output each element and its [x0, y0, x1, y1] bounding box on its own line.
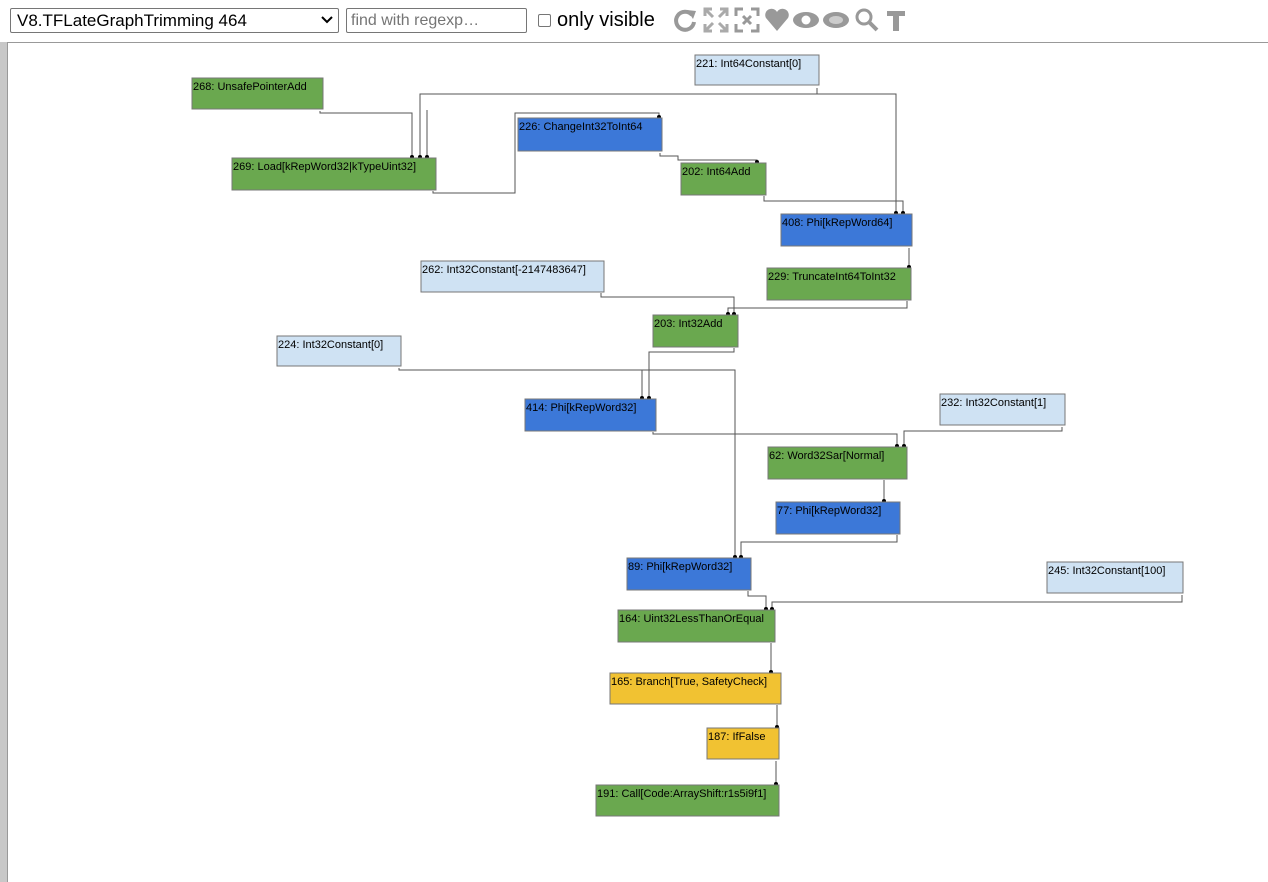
phase-select-value: V8.TFLateGraphTrimming 464: [17, 11, 247, 30]
graph-node[interactable]: 221: Int64Constant[0]: [694, 54, 820, 86]
node-box[interactable]: [706, 727, 780, 760]
node-label: 269: Load[kRepWord32|kTypeUint32]: [233, 161, 416, 173]
node-box[interactable]: [780, 213, 913, 247]
graph-node[interactable]: 229: TruncateInt64ToInt32: [766, 267, 912, 301]
node-label: 268: UnsafePointerAdd: [193, 81, 307, 93]
node-box[interactable]: [231, 157, 437, 191]
search-input[interactable]: [346, 8, 527, 33]
graph-edge: [740, 535, 898, 557]
node-label: 245: Int32Constant[100]: [1048, 565, 1165, 577]
only-visible-checkbox[interactable]: [538, 13, 551, 27]
graph-edge: [432, 112, 660, 194]
graph-edge: [648, 348, 735, 398]
node-box[interactable]: [939, 393, 1066, 426]
node-label: 229: TruncateInt64ToInt32: [768, 271, 896, 283]
node-box[interactable]: [595, 784, 780, 817]
edges: [319, 88, 1183, 786]
graph-node[interactable]: 245: Int32Constant[100]: [1046, 561, 1184, 594]
graph-node[interactable]: 226: ChangeInt32ToInt64: [517, 117, 663, 152]
graph-node[interactable]: 224: Int32Constant[0]: [276, 335, 402, 367]
left-panel-edge: [0, 42, 8, 882]
graph-edge: [763, 196, 904, 213]
node-label: 408: Phi[kRepWord64]: [782, 217, 892, 229]
node-label: 187: IfFalse: [708, 731, 765, 743]
relayout-icon[interactable]: [671, 6, 699, 34]
node-box[interactable]: [775, 501, 901, 535]
phase-select[interactable]: V8.TFLateGraphTrimming 464: [10, 8, 339, 33]
node-box[interactable]: [694, 54, 820, 86]
node-box[interactable]: [191, 77, 324, 110]
node-label: 191: Call[Code:ArrayShift:r1s5i9f1]: [597, 788, 766, 800]
node-label: 203: Int32Add: [654, 318, 723, 330]
node-label: 414: Phi[kRepWord32]: [526, 402, 636, 414]
show-selected-icon[interactable]: [763, 6, 791, 34]
zoom-selection-icon[interactable]: [852, 6, 880, 34]
node-label: 164: Uint32LessThanOrEqual: [619, 613, 764, 625]
node-box[interactable]: [1046, 561, 1184, 594]
graph-node[interactable]: 187: IfFalse: [706, 727, 780, 760]
graph-node[interactable]: 164: Uint32LessThanOrEqual: [617, 609, 776, 643]
node-label: 262: Int32Constant[-2147483647]: [422, 264, 586, 276]
toggle-types-icon[interactable]: [882, 6, 910, 34]
node-box[interactable]: [609, 672, 782, 705]
nodes: 221: Int64Constant[0] 268: UnsafePointerA…: [191, 54, 1184, 817]
show-control-icon[interactable]: [792, 6, 820, 34]
graph-edge: [398, 368, 736, 557]
only-visible-toggle[interactable]: only visible: [538, 8, 655, 32]
toolbar: V8.TFLateGraphTrimming 464 only visible: [0, 0, 1268, 42]
node-label: 165: Branch[True, SafetyCheck]: [611, 676, 767, 688]
node-box[interactable]: [626, 557, 752, 591]
node-label: 226: ChangeInt32ToInt64: [519, 121, 643, 133]
graph-node[interactable]: 232: Int32Constant[1]: [939, 393, 1066, 426]
graph-node[interactable]: 89: Phi[kRepWord32]: [626, 557, 752, 591]
graph-node[interactable]: 408: Phi[kRepWord64]: [780, 213, 913, 247]
graph-edge: [816, 88, 897, 213]
graph-edge: [727, 301, 908, 314]
graph-edge: [903, 427, 1063, 446]
graph-node[interactable]: 165: Branch[True, SafetyCheck]: [609, 672, 782, 705]
graph-edge: [747, 591, 767, 609]
node-label: 221: Int64Constant[0]: [696, 58, 801, 70]
graph-edge: [600, 293, 735, 314]
node-label: 232: Int32Constant[1]: [941, 397, 1046, 409]
node-label: 202: Int64Add: [682, 166, 751, 178]
node-box[interactable]: [767, 446, 908, 480]
graph-node[interactable]: 62: Word32Sar[Normal]: [767, 446, 908, 480]
graph-edge: [659, 153, 758, 162]
graph-node[interactable]: 203: Int32Add: [652, 314, 739, 348]
graph-node[interactable]: 269: Load[kRepWord32|kTypeUint32]: [231, 157, 437, 191]
node-box[interactable]: [517, 117, 663, 152]
chevron-down-icon: [321, 16, 333, 24]
node-label: 77: Phi[kRepWord32]: [777, 505, 881, 517]
node-box[interactable]: [652, 314, 739, 348]
node-box[interactable]: [680, 162, 767, 196]
node-box[interactable]: [617, 609, 776, 643]
node-box[interactable]: [766, 267, 912, 301]
only-visible-label: only visible: [557, 8, 655, 31]
hide-unselected-icon[interactable]: [822, 6, 850, 34]
node-box[interactable]: [524, 398, 657, 432]
graph-node[interactable]: 268: UnsafePointerAdd: [191, 77, 324, 110]
node-box[interactable]: [276, 335, 402, 367]
graph-node[interactable]: 414: Phi[kRepWord32]: [524, 398, 657, 432]
graph-node[interactable]: 77: Phi[kRepWord32]: [775, 501, 901, 535]
graph-node[interactable]: 262: Int32Constant[-2147483647]: [420, 260, 605, 293]
graph-node[interactable]: 191: Call[Code:ArrayShift:r1s5i9f1]: [595, 784, 780, 817]
node-label: 224: Int32Constant[0]: [278, 339, 383, 351]
toggle-hide-dead-icon[interactable]: [733, 6, 761, 34]
graph-edge: [771, 595, 1183, 609]
toolbar-divider: [8, 42, 1268, 43]
graph-edge: [652, 432, 898, 446]
graph-edge: [398, 368, 643, 398]
show-all-icon[interactable]: [702, 6, 730, 34]
node-box[interactable]: [420, 260, 605, 293]
node-label: 89: Phi[kRepWord32]: [628, 561, 732, 573]
graph-edge: [319, 111, 413, 157]
node-label: 62: Word32Sar[Normal]: [769, 450, 884, 462]
graph-node[interactable]: 202: Int64Add: [680, 162, 767, 196]
